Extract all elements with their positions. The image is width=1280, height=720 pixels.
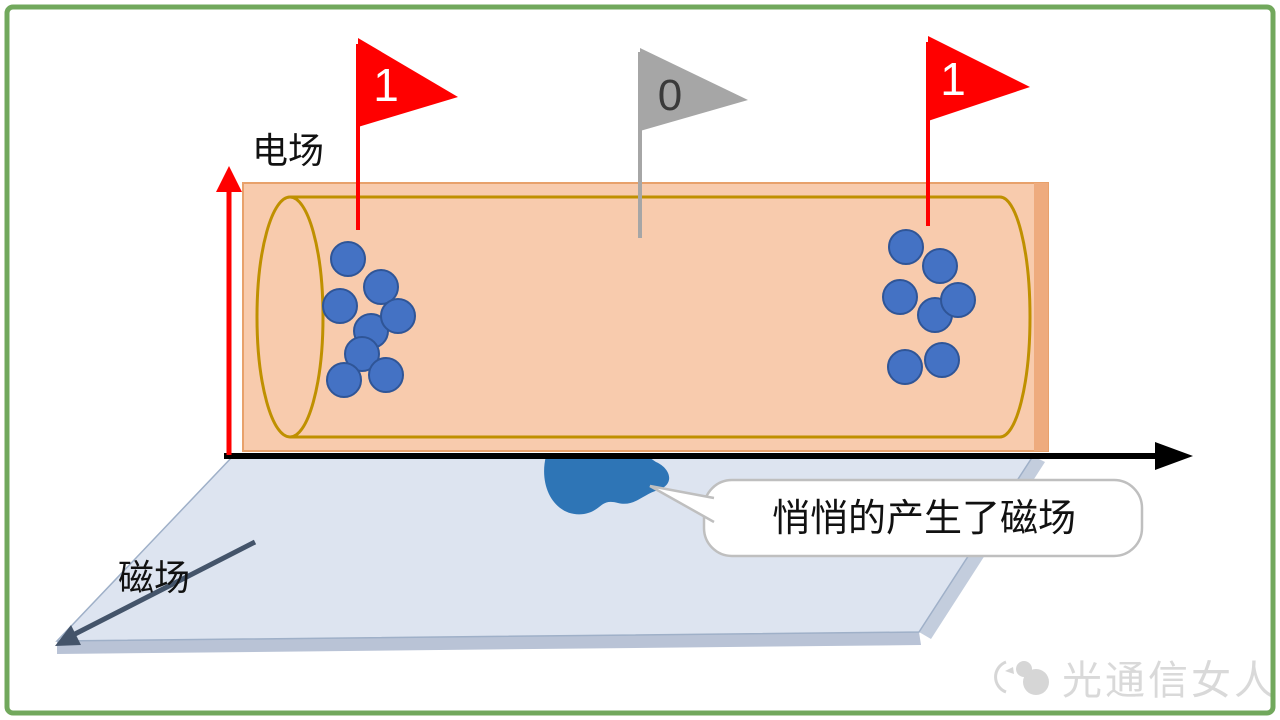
flag-middle: 0 bbox=[638, 48, 748, 238]
electron bbox=[326, 362, 362, 398]
electron bbox=[882, 279, 918, 315]
magnetic-field-label: 磁场 bbox=[118, 557, 190, 598]
watermark-label: 光通信女人 bbox=[1062, 659, 1277, 703]
tube-side-face bbox=[1034, 183, 1048, 451]
magnetic-field-blob bbox=[544, 456, 670, 515]
callout-bubble: 悄悄的产生了磁场 bbox=[649, 478, 1144, 558]
callout-label: 悄悄的产生了磁场 bbox=[772, 498, 1076, 540]
electron bbox=[344, 336, 380, 372]
flag-triangle bbox=[928, 36, 1030, 121]
electron bbox=[887, 349, 923, 385]
bfield-line bbox=[73, 539, 257, 637]
electron bbox=[330, 241, 366, 277]
flag-value: 1 bbox=[373, 59, 399, 111]
flag-triangle bbox=[640, 48, 748, 131]
watermark: 光通信女人 bbox=[994, 659, 1277, 703]
electron bbox=[380, 298, 416, 334]
electron bbox=[940, 282, 976, 318]
flag-left: 1 bbox=[356, 38, 458, 230]
flag-value: 0 bbox=[658, 71, 682, 120]
watermark-logo bbox=[1005, 667, 1014, 674]
electron-cluster-left bbox=[322, 241, 416, 398]
tube bbox=[242, 182, 1049, 452]
electric-field-arrow bbox=[216, 166, 242, 455]
electron bbox=[924, 342, 960, 378]
magnetic-field-arrow bbox=[55, 539, 257, 646]
electron bbox=[363, 269, 399, 305]
cylinder-right-cap bbox=[999, 195, 1032, 439]
watermark-logo bbox=[1016, 661, 1032, 677]
electron bbox=[368, 357, 404, 393]
axis-arrowhead bbox=[1155, 442, 1193, 470]
electric-field-label: 电场 bbox=[252, 130, 324, 171]
bfield-arrowhead bbox=[55, 625, 81, 646]
callout-box bbox=[702, 478, 1144, 558]
watermark-logo bbox=[1023, 669, 1049, 695]
flag-value: 1 bbox=[940, 53, 966, 105]
plane-bottom-edge bbox=[57, 632, 921, 654]
callout-tail bbox=[649, 484, 715, 524]
flag-right: 1 bbox=[926, 36, 1030, 226]
watermark-logo bbox=[994, 660, 1007, 694]
electron bbox=[322, 288, 358, 324]
flag-triangle bbox=[358, 38, 458, 127]
efield-arrowhead bbox=[216, 166, 242, 192]
border-frame bbox=[4, 4, 1276, 716]
electron-cluster-right bbox=[882, 229, 976, 385]
electron bbox=[922, 248, 958, 284]
electron bbox=[888, 229, 924, 265]
horizontal-axis-arrow bbox=[224, 442, 1193, 470]
cylinder-outline bbox=[255, 195, 1032, 439]
